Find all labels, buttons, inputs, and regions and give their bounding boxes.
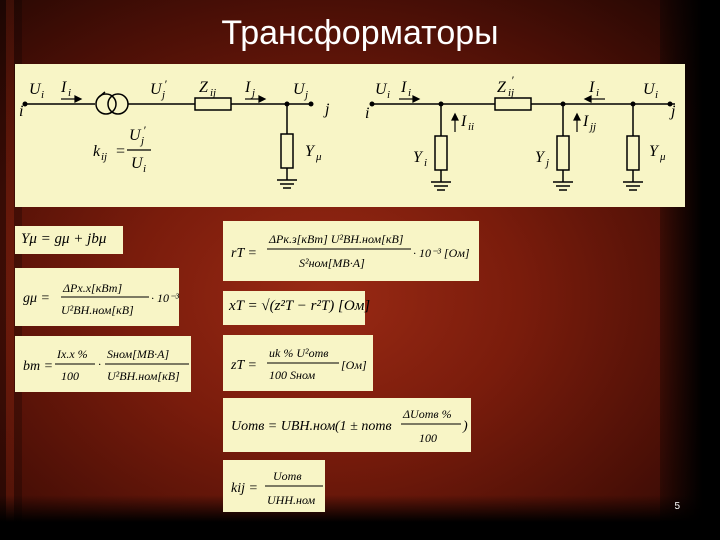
label-k-ij: k [93, 143, 101, 160]
svg-text:100: 100 [61, 369, 79, 383]
formula-k-ij: kij = Uотв UНН.ном [223, 460, 325, 512]
svg-text:μ: μ [659, 151, 666, 163]
svg-text:j: j [544, 157, 549, 169]
svg-text:I: I [588, 79, 595, 96]
formula-g-mu: gμ = ΔPх.х[кВт] U²ВН.ном[кВ] · 10⁻³ [15, 268, 179, 326]
svg-text:ΔUотв %: ΔUотв % [402, 407, 452, 421]
right-node-j: j [669, 103, 676, 120]
svg-text:i: i [424, 157, 427, 169]
left-node-i: i [19, 103, 23, 120]
svg-text:j: j [250, 87, 255, 99]
svg-text:· 10⁻³ [Ом]: · 10⁻³ [Ом] [413, 246, 470, 260]
svg-text:i: i [408, 87, 411, 99]
label-I-ii: I [460, 113, 467, 130]
svg-text:(1 ± nотв: (1 ± nотв [335, 419, 392, 434]
svg-text:UНН.ном: UНН.ном [267, 493, 315, 507]
svg-text:S²ном[МВ·А]: S²ном[МВ·А] [299, 256, 365, 270]
svg-text:bm =: bm = [23, 359, 53, 374]
svg-text:I: I [400, 79, 407, 96]
svg-text:i: i [387, 89, 390, 101]
label-Y-i: Y [413, 149, 424, 166]
label-I-jj: I [582, 113, 589, 130]
svg-text:uk % U²отв: uk % U²отв [269, 346, 328, 360]
svg-text:U: U [129, 127, 142, 144]
label-U-i: U [29, 81, 42, 98]
formula-z-T: zT = uk % U²отв 100 Sном [Ом] [223, 335, 373, 391]
formula-x-T: xT = √(z²T − r²T) [Ом] [223, 291, 370, 325]
svg-text:j: j [160, 89, 165, 101]
svg-text:′: ′ [511, 73, 514, 87]
svg-text:ij: ij [210, 87, 216, 99]
svg-text:j: j [139, 135, 144, 147]
slide-title: Трансформаторы [221, 14, 499, 52]
svg-text:[Ом]: [Ом] [341, 358, 367, 372]
svg-text:Uотв = UВН.ном: Uотв = UВН.ном [231, 419, 335, 434]
svg-text:ΔPк.з[кВт] U²ВН.ном[кВ]: ΔPк.з[кВт] U²ВН.ном[кВ] [268, 232, 404, 246]
svg-text:· 10⁻³: · 10⁻³ [151, 291, 179, 305]
svg-text:·: · [98, 357, 101, 371]
svg-text:ij: ij [508, 87, 514, 99]
svg-text:): ) [462, 419, 468, 434]
svg-text:′: ′ [164, 77, 167, 91]
svg-text:rT =: rT = [231, 246, 257, 261]
svg-text:gμ =: gμ = [23, 291, 50, 306]
stage-floor [0, 495, 720, 540]
label-Y-mu: Y [305, 143, 316, 160]
label-Y-mu-right: Y [649, 143, 660, 160]
left-schema-labels: i j U i I i U j ′ Z ij I j U j Y μ k ij … [19, 77, 330, 175]
label-Y-j: Y [535, 149, 546, 166]
label-Z-ij-prime: Z [497, 79, 507, 96]
circuit-schema-panel: i j U i I i U j ′ Z ij I j U j Y μ k ij … [15, 64, 685, 207]
formula-U-otv: Uотв = UВН.ном (1 ± nотв ΔUотв % 100 ) [223, 398, 471, 452]
svg-text:100: 100 [419, 431, 437, 445]
svg-text:ii: ii [468, 121, 474, 133]
formula-Y-mu: Yμ = gμ + jbμ [15, 226, 123, 254]
svg-text:Uотв: Uотв [273, 469, 302, 483]
svg-text:i: i [596, 87, 599, 99]
left-schema-nodes [22, 101, 314, 107]
svg-text:U: U [131, 155, 144, 172]
circuit-schema: i j U i I i U j ′ Z ij I j U j Y μ k ij … [19, 73, 676, 191]
svg-text:i: i [41, 89, 44, 101]
svg-text:μ: μ [315, 151, 322, 163]
label-U-j-prime: U [150, 81, 163, 98]
right-arrows [399, 95, 605, 132]
svg-text:U: U [643, 81, 656, 98]
left-arrows [61, 95, 267, 151]
svg-text:ij: ij [101, 151, 107, 163]
svg-text:U: U [375, 81, 388, 98]
right-schema-wires [370, 97, 675, 191]
label-I-i: I [60, 79, 67, 96]
right-schema-nodes [369, 101, 673, 107]
svg-text:i: i [655, 89, 658, 101]
svg-text:U²ВН.ном[кВ]: U²ВН.ном[кВ] [61, 303, 134, 317]
page-number: 5 [674, 501, 680, 512]
svg-text:100 Sном: 100 Sном [269, 368, 315, 382]
svg-text:ΔPх.х[кВт]: ΔPх.х[кВт] [62, 281, 122, 295]
svg-text:j: j [303, 89, 308, 101]
svg-text:Iх.х %: Iх.х % [56, 347, 88, 361]
right-node-i: i [365, 105, 369, 122]
svg-text:′: ′ [143, 123, 146, 137]
svg-text:kij =: kij = [231, 481, 258, 496]
formula-b-m: bm = Iх.х % 100 · Sном[МВ·А] U²ВН.ном[кВ… [15, 336, 191, 392]
svg-text:jj: jj [588, 121, 596, 133]
svg-text:U²ВН.ном[кВ]: U²ВН.ном[кВ] [107, 369, 180, 383]
svg-text:i: i [68, 87, 71, 99]
svg-text:i: i [143, 163, 146, 175]
svg-text:zT =: zT = [230, 358, 257, 373]
label-U-j: U [293, 81, 306, 98]
label-I-j: I [244, 79, 251, 96]
label-Z-ij: Z [199, 79, 209, 96]
svg-text:=: = [115, 143, 126, 160]
svg-text:Sном[МВ·А]: Sном[МВ·А] [107, 347, 169, 361]
left-node-j: j [323, 101, 330, 118]
right-schema-labels: i j U i I i Z ij ′ I i U i I ii I jj Y i… [365, 73, 676, 169]
formula-r-T: rT = ΔPк.з[кВт] U²ВН.ном[кВ] S²ном[МВ·А]… [223, 221, 479, 281]
left-schema-wires [23, 91, 313, 189]
